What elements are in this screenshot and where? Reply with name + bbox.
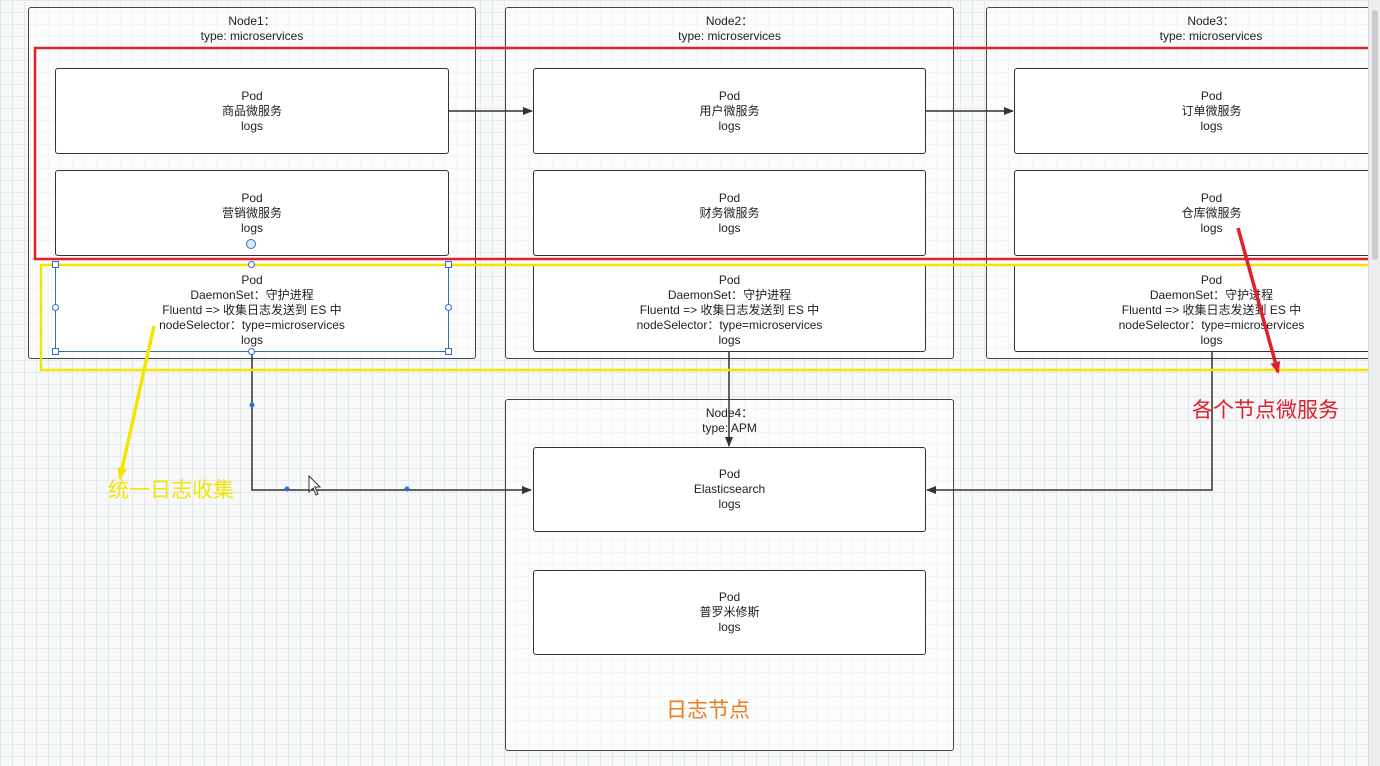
node3-type: type: microservices xyxy=(1159,29,1263,43)
service-name: 仓库微服务 xyxy=(1181,205,1242,220)
logs-label: logs xyxy=(1200,220,1223,235)
pod-elasticsearch[interactable]: Pod Elasticsearch logs xyxy=(533,447,926,532)
logs-label: logs xyxy=(718,333,741,347)
node2-header: Node2： type: microservices xyxy=(506,14,953,44)
fluentd-label: Fluentd => 收集日志发送到 ES 中 xyxy=(162,303,342,317)
service-name: 订单微服务 xyxy=(1181,103,1242,118)
pod-label: Pod xyxy=(718,190,741,205)
pod-label: Pod xyxy=(718,590,741,604)
scrollbar-thumb[interactable] xyxy=(1372,10,1378,260)
selection-handle[interactable] xyxy=(248,261,255,268)
node2-type: type: microservices xyxy=(678,29,781,43)
red-annotation-arrow xyxy=(1236,227,1281,374)
pod-label: Pod xyxy=(1200,190,1223,205)
selection-handle[interactable] xyxy=(52,348,59,355)
waypoint-dot[interactable] xyxy=(404,486,410,492)
yellow-annotation-arrow xyxy=(117,325,156,480)
service-name: 用户微服务 xyxy=(699,103,760,118)
node1-title: Node1： xyxy=(228,14,276,28)
pod-label: Pod xyxy=(241,190,263,205)
node-selector-label: nodeSelector：type=microservices xyxy=(1118,318,1305,332)
node-selector-label: nodeSelector：type=microservices xyxy=(636,318,823,332)
node1-header: Node1： type: microservices xyxy=(29,14,475,44)
logs-label: logs xyxy=(718,620,741,634)
pod-label: Pod xyxy=(241,273,263,287)
pod-marketing-service[interactable]: Pod 营销微服务 logs xyxy=(55,170,449,256)
daemonset-label: DaemonSet：守护进程 xyxy=(1149,288,1274,302)
logs-label: logs xyxy=(718,220,741,235)
fluentd-label: Fluentd => 收集日志发送到 ES 中 xyxy=(639,303,820,317)
service-name: 商品微服务 xyxy=(221,103,282,118)
pod-label: Pod xyxy=(718,273,741,287)
pod-label: Pod xyxy=(241,88,263,103)
log-node-note: 日志节点 xyxy=(666,699,750,722)
waypoint-dot[interactable] xyxy=(249,402,255,408)
arrow-daemon1-to-es xyxy=(251,352,532,494)
fluentd-label: Fluentd => 收集日志发送到 ES 中 xyxy=(1121,303,1302,317)
yellow-highlight-box xyxy=(39,263,1380,372)
service-name: 财务微服务 xyxy=(699,205,760,220)
node3-title: Node3： xyxy=(1187,14,1235,28)
pod-user-service[interactable]: Pod 用户微服务 logs xyxy=(533,68,926,154)
logs-label: logs xyxy=(240,118,263,133)
arrow-daemon3-to-es xyxy=(926,352,1213,494)
node1-type: type: microservices xyxy=(200,29,304,43)
logs-label: logs xyxy=(240,220,263,235)
pod-daemonset-node3[interactable]: Pod DaemonSet：守护进程 Fluentd => 收集日志发送到 ES… xyxy=(1014,264,1380,352)
pod-label: Pod xyxy=(718,88,741,103)
red-highlight-box xyxy=(33,46,1380,261)
selection-handle[interactable] xyxy=(52,261,59,268)
node3-header: Node3： type: microservices xyxy=(987,14,1380,44)
pod-goods-service[interactable]: Pod 商品微服务 logs xyxy=(55,68,449,154)
service-name: 营销微服务 xyxy=(221,205,282,220)
pod-warehouse-service[interactable]: Pod 仓库微服务 logs xyxy=(1014,170,1370,256)
pod-order-service[interactable]: Pod 订单微服务 logs xyxy=(1014,68,1370,154)
selection-handle[interactable] xyxy=(248,348,255,355)
pod-label: Pod xyxy=(1200,88,1223,103)
waypoint-dot[interactable] xyxy=(284,486,290,492)
daemonset-label: DaemonSet：守护进程 xyxy=(667,288,792,302)
pod-prometheus[interactable]: Pod 普罗米修斯 logs xyxy=(533,570,926,655)
vertical-scrollbar[interactable] xyxy=(1368,0,1380,766)
node-microservices-note: 各个节点微服务 xyxy=(1192,399,1339,422)
daemonset-label: DaemonSet：守护进程 xyxy=(190,288,314,302)
node2-title: Node2： xyxy=(705,14,754,28)
selection-handle[interactable] xyxy=(52,304,59,311)
rotate-handle[interactable] xyxy=(246,239,256,249)
pod-daemonset-node1[interactable]: Pod DaemonSet：守护进程 Fluentd => 收集日志发送到 ES… xyxy=(55,264,449,352)
selection-handle[interactable] xyxy=(445,304,452,311)
pod-finance-service[interactable]: Pod 财务微服务 logs xyxy=(533,170,926,256)
logs-label: logs xyxy=(1200,333,1223,347)
logs-label: logs xyxy=(1200,118,1223,133)
unified-log-collection-note: 统一日志收集 xyxy=(108,479,234,502)
selection-handle[interactable] xyxy=(445,348,452,355)
pod-label: Pod xyxy=(718,467,741,481)
node-selector-label: nodeSelector：type=microservices xyxy=(159,318,345,332)
logs-label: logs xyxy=(240,333,263,347)
service-name: Elasticsearch xyxy=(693,482,766,496)
mouse-cursor-icon xyxy=(308,474,322,496)
selection-handle[interactable] xyxy=(445,261,452,268)
logs-label: logs xyxy=(718,497,741,511)
service-name: 普罗米修斯 xyxy=(699,605,760,619)
pod-label: Pod xyxy=(1200,273,1223,287)
logs-label: logs xyxy=(718,118,741,133)
